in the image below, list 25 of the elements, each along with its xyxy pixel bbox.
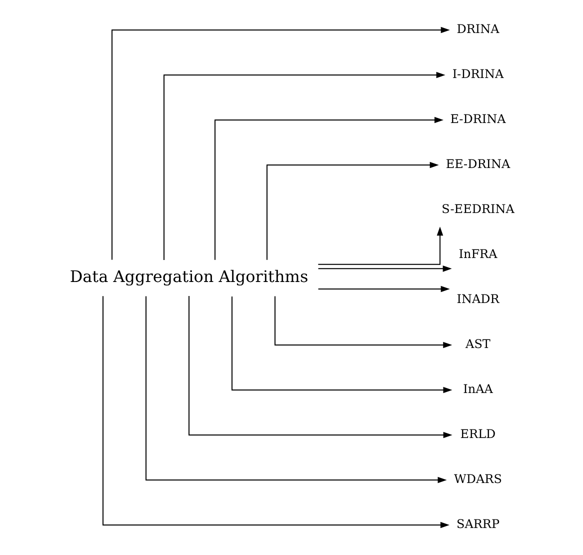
node-text: ERLD xyxy=(460,427,496,442)
arrow xyxy=(112,26,450,260)
node-text: DRINA xyxy=(456,22,500,36)
arrow xyxy=(318,226,444,265)
arrow xyxy=(232,296,452,394)
node-text: SARRP xyxy=(456,517,500,532)
arrow xyxy=(146,296,447,484)
arrow xyxy=(188,296,452,438)
arrow xyxy=(318,286,450,292)
arrow xyxy=(102,296,450,528)
arrow xyxy=(164,72,446,260)
node-text: I-DRINA xyxy=(452,67,504,82)
node-text: Data Aggregation Algorithms xyxy=(70,266,308,286)
node-text: EE-DRINA xyxy=(446,157,510,172)
node-text: AST xyxy=(466,337,490,352)
node-text: InAA xyxy=(463,382,493,396)
arrow xyxy=(266,162,439,260)
node-text: InFRA xyxy=(458,247,498,262)
node-text: E-DRINA xyxy=(450,112,506,126)
node-text: S-EEDRINA xyxy=(442,202,514,216)
arrow xyxy=(214,116,444,260)
node-text: WDARS xyxy=(454,472,502,486)
arrow xyxy=(274,296,452,348)
arrow xyxy=(318,266,452,272)
node-text: INADR xyxy=(456,292,500,306)
